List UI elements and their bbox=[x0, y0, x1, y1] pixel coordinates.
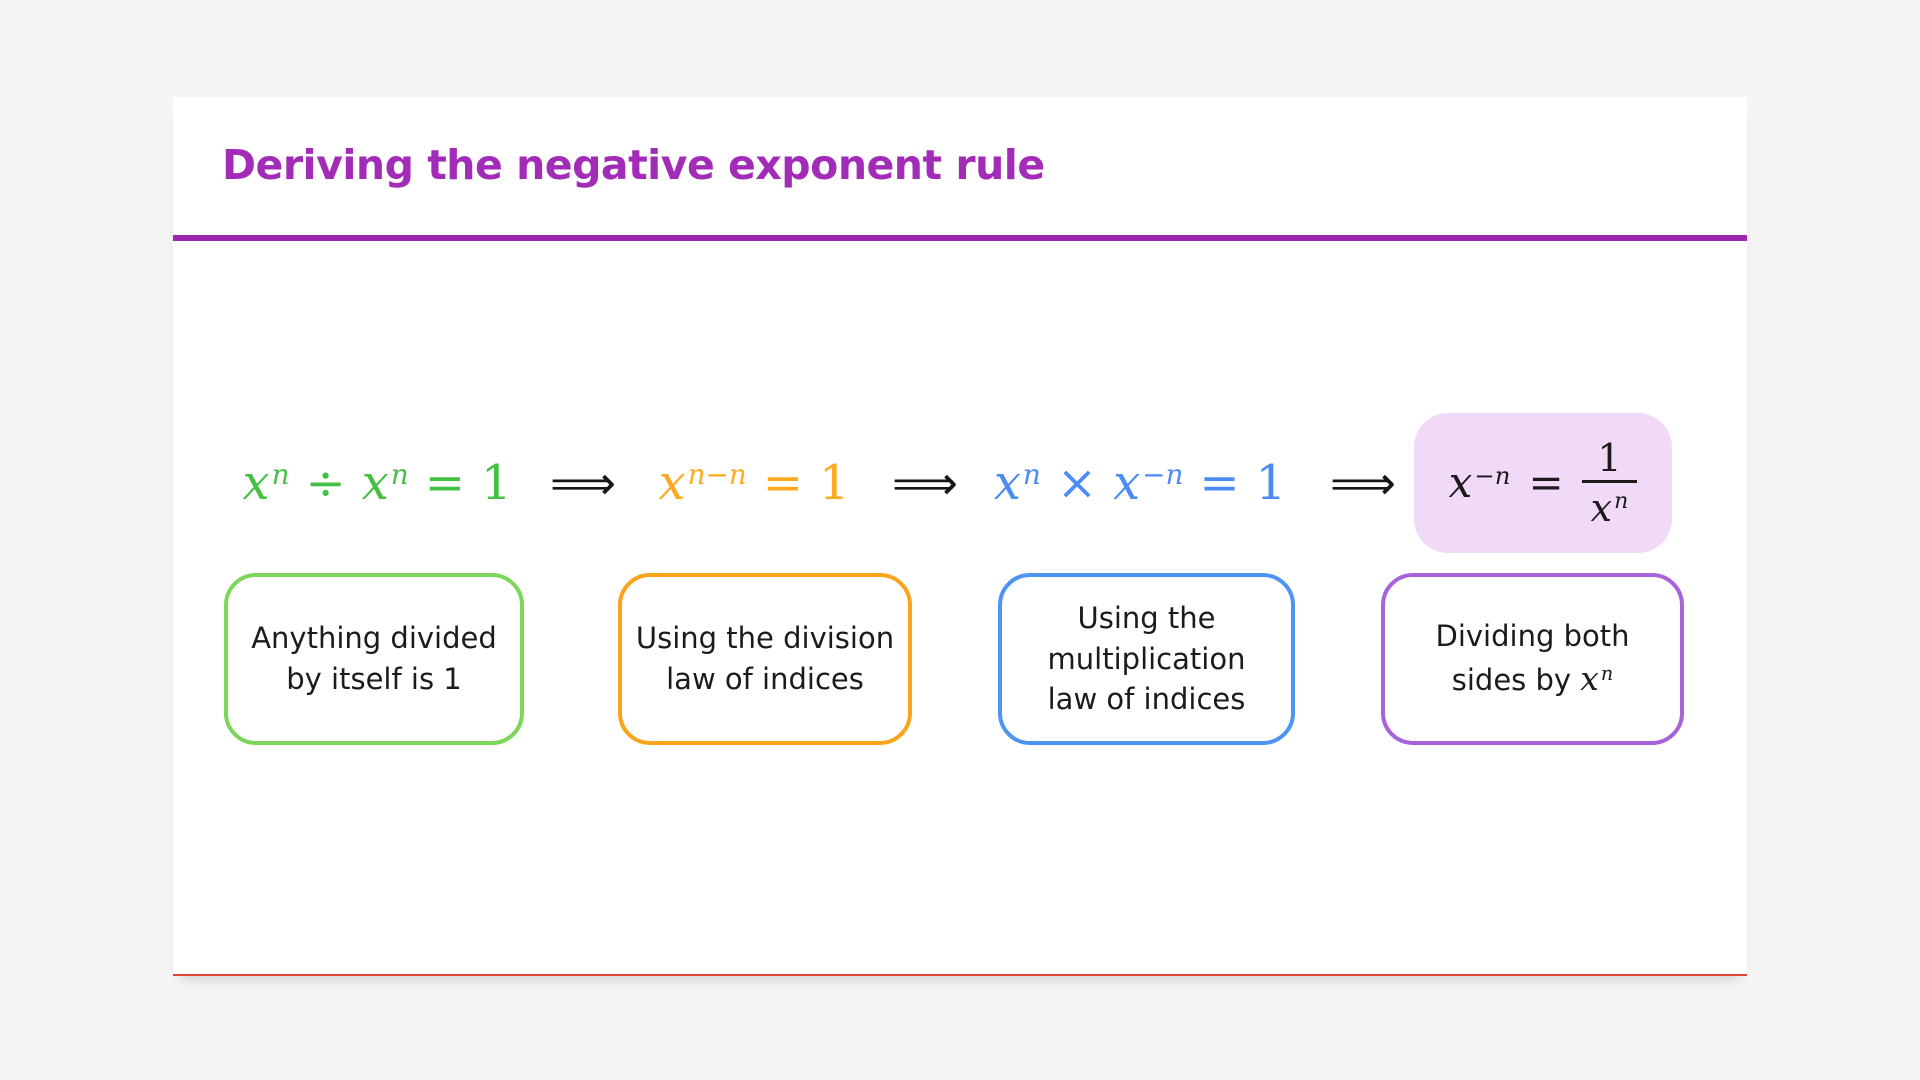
caption-line: multiplication bbox=[1047, 641, 1246, 676]
multiplication-sign: × bbox=[1056, 455, 1098, 511]
math-variable: x bbox=[1113, 455, 1141, 511]
implies-arrow-icon: ⟹ bbox=[892, 456, 958, 510]
equation-step-1: xn÷xn=1 bbox=[242, 459, 511, 507]
caption-line: law of indices bbox=[1047, 682, 1246, 717]
fraction-denominator: xn bbox=[1581, 479, 1638, 530]
math-exponent: n bbox=[390, 457, 409, 491]
equals-sign: = bbox=[424, 455, 465, 511]
math-exponent: −n bbox=[1474, 460, 1511, 490]
math-number: 1 bbox=[480, 455, 512, 511]
math-exponent: n bbox=[271, 457, 290, 491]
title-underline bbox=[173, 235, 1747, 241]
math-variable: x bbox=[658, 455, 686, 511]
math-exponent: n−n bbox=[687, 457, 747, 491]
equals-sign: = bbox=[1199, 455, 1240, 511]
fraction-numerator: 1 bbox=[1597, 435, 1622, 480]
implies-arrow-icon: ⟹ bbox=[550, 456, 616, 510]
math-number: 1 bbox=[818, 455, 850, 511]
math-variable: x bbox=[361, 455, 389, 511]
math-exponent: −n bbox=[1142, 457, 1184, 491]
caption-line: by itself is 1 bbox=[286, 662, 462, 696]
slide-card: Deriving the negative exponent rule xn÷x… bbox=[173, 97, 1747, 976]
math-variable: x bbox=[1448, 458, 1473, 507]
caption-box-multiplication-law: Using the multiplication law of indices bbox=[998, 573, 1295, 745]
caption-line: Dividing both bbox=[1435, 618, 1630, 653]
caption-line: Anything divided bbox=[251, 621, 497, 656]
equation-step-2: xn−n=1 bbox=[658, 459, 849, 507]
page-title: Deriving the negative exponent rule bbox=[222, 141, 1045, 189]
math-number: 1 bbox=[1255, 455, 1287, 511]
equation-step-3: xn×x−n=1 bbox=[994, 459, 1286, 507]
division-sign: ÷ bbox=[305, 455, 346, 511]
caption-text: sides by bbox=[1451, 663, 1581, 698]
math-exponent: n bbox=[1600, 661, 1614, 685]
math-variable: x bbox=[993, 455, 1021, 511]
caption-box-division-law: Using the division law of indices bbox=[618, 573, 912, 745]
math-exponent: n bbox=[1614, 489, 1629, 515]
implies-arrow-icon: ⟹ bbox=[1330, 456, 1396, 510]
equals-sign: = bbox=[762, 455, 803, 511]
caption-line: Using the bbox=[1077, 601, 1216, 636]
math-exponent: n bbox=[1022, 457, 1041, 491]
caption-line: Using the division bbox=[635, 621, 895, 656]
equals-sign: = bbox=[1528, 458, 1564, 507]
math-variable: x bbox=[1590, 485, 1613, 530]
caption-box-divide-by-itself: Anything divided by itself is 1 bbox=[224, 573, 524, 745]
math-variable: x bbox=[242, 455, 270, 511]
caption-line: law of indices bbox=[666, 662, 864, 696]
result-lhs: x−n= bbox=[1449, 462, 1582, 504]
